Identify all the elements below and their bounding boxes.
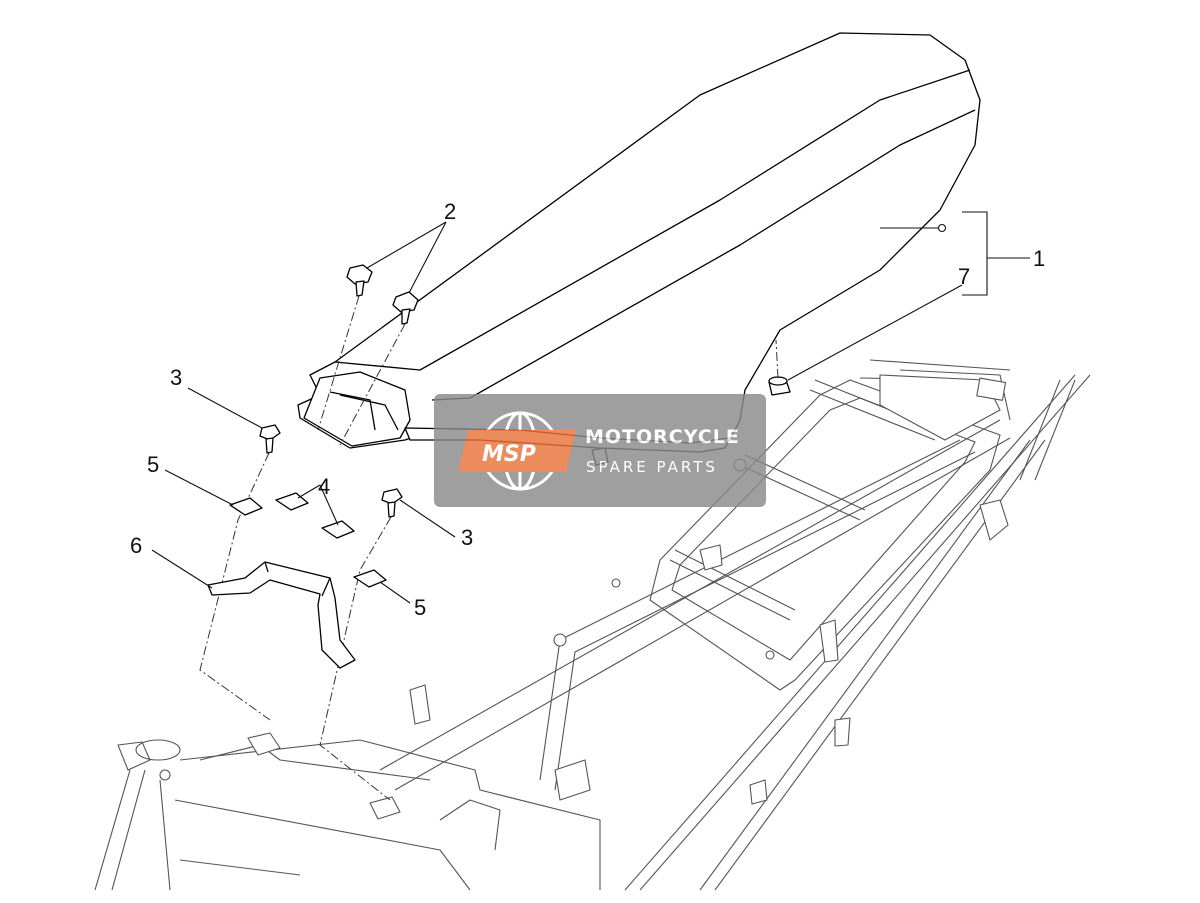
callout-4: 4 [318,474,330,499]
seat-knobs-part-2 [317,264,419,446]
subframe [94,359,1091,891]
watermark-logo-text: MSP [482,442,536,467]
callout-3-right: 3 [461,525,473,550]
watermark-subtitle: SPARE PARTS [586,458,718,476]
watermark-box [434,394,766,507]
bolts-part-3 [199,424,403,801]
watermark: MSP MOTORCYCLE SPARE PARTS [434,394,766,507]
watermark-logo-badge [458,430,576,472]
rubber-pad-part-7 [768,339,791,396]
callout-2: 2 [444,199,456,224]
leader-lines [151,211,1030,604]
callout-5-right: 5 [414,595,426,620]
callout-3-left: 3 [170,365,182,390]
callout-6: 6 [130,533,142,558]
watermark-title: MOTORCYCLE [585,426,740,448]
callout-1: 1 [1033,246,1045,271]
callout-7: 7 [958,264,970,289]
callout-5-left: 5 [147,452,159,477]
bracket-part-6 [207,561,356,669]
callout-labels: 1 2 3 3 4 5 5 6 7 [130,199,1045,620]
clips-parts-4-5 [229,492,387,588]
